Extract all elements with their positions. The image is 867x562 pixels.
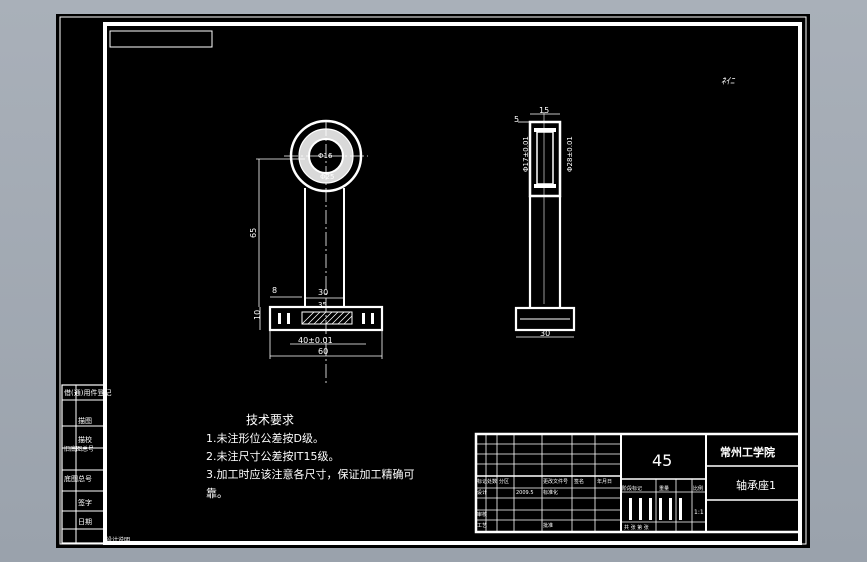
dim-base-length: 60 — [318, 347, 328, 356]
tb-design-date: 2009.5 — [516, 490, 534, 496]
tb-label-date: 年月日 — [597, 478, 612, 485]
strip-bottom-label: 设计说明 — [106, 536, 130, 544]
dim-hole-dia: Φ16 — [318, 152, 333, 160]
tb-review: 审核 — [477, 511, 487, 518]
tech-req-line-3: 3.加工时应该注意各尺寸，保证加工精确可 — [206, 467, 415, 481]
tech-req-line-1: 1.未注形位公差按D级。 — [206, 431, 324, 445]
dim-base-height: 10 — [253, 310, 262, 320]
strip-label-5: 签字 — [78, 498, 92, 507]
dim-boss-dia: Φ25 — [320, 173, 334, 181]
tb-label-mark: 标记 — [477, 478, 487, 485]
strip-label-0: 借(通)用件登记 — [64, 388, 111, 397]
strip-label-6: 日期 — [78, 518, 92, 526]
material: 45 — [652, 451, 672, 470]
dim-base-width: 30 — [540, 329, 550, 338]
cad-viewport[interactable]: 借(通)用件登记 描图 描校 旧底图总号 底图总号 签字 日期 设计说明 ﾈｲﾆ… — [56, 14, 810, 548]
dim-base-left: 8 — [272, 286, 277, 295]
tb-label-zone: 分区 — [499, 478, 509, 485]
tb-weight: 重量 — [659, 485, 669, 492]
dim-rib-width: 30 — [318, 288, 328, 297]
inner-frame — [103, 22, 802, 545]
tb-std: 标准化 — [543, 489, 558, 496]
side-strip: 借(通)用件登记 描图 描校 旧底图总号 底图总号 签字 日期 设计说明 — [61, 384, 130, 544]
strip-label-4: 底图总号 — [64, 474, 92, 483]
school-name: 常州工学院 — [720, 445, 775, 459]
tb-stage: 阶段标记 — [622, 485, 642, 492]
dim-web-width: 35 — [318, 301, 327, 309]
strip-label-2: 描校 — [78, 435, 92, 444]
strip-label-3: 旧底图总号 — [64, 445, 94, 453]
corner-mark: ﾈｲﾆ — [721, 76, 736, 87]
part-name: 轴承座1 — [736, 478, 776, 492]
tb-approve: 批准 — [543, 522, 553, 529]
tb-process: 工艺 — [477, 523, 487, 529]
tech-requirements: 技术要求 1.未注形位公差按D级。 2.未注尺寸公差按IT15级。 3.加工时应… — [206, 413, 415, 500]
tb-scale-value: 1:1 — [694, 509, 704, 516]
tech-req-title: 技术要求 — [246, 413, 294, 427]
tb-sheet: 共 张 第 张 — [624, 524, 649, 531]
tb-label-file: 更改文件号 — [543, 478, 568, 485]
dim-hole-left: Φ17±0.01 — [522, 136, 530, 172]
code-box — [109, 30, 213, 48]
tech-req-line-2: 2.未注尺寸公差按IT15级。 — [206, 449, 339, 463]
tech-req-line-4: 靠。 — [206, 486, 228, 500]
title-block: 45 常州工学院 轴承座1 标记 处数 分区 更改文件号 签名 年月日 设计 2… — [474, 432, 802, 534]
engineering-drawing: 借(通)用件登记 描图 描校 旧底图总号 底图总号 签字 日期 设计说明 ﾈｲﾆ… — [59, 16, 807, 545]
side-view: 15 5 Φ17±0.01 Φ28±0.01 30 — [514, 106, 576, 338]
tb-label-sign: 签名 — [574, 478, 584, 485]
dim-height: 65 — [249, 228, 258, 238]
tb-scale: 比例 — [693, 485, 703, 492]
tb-design: 设计 — [477, 489, 487, 496]
dim-hole-right: Φ28±0.01 — [566, 136, 574, 172]
front-view: Φ16 Φ25 65 8 30 35 10 40±0.01 60 — [249, 119, 384, 386]
dim-top-offset: 5 — [514, 115, 519, 124]
outer-frame — [59, 16, 807, 545]
tb-label-count: 处数 — [487, 478, 497, 485]
dim-hole-spacing: 40±0.01 — [298, 336, 333, 345]
strip-label-1: 描图 — [78, 416, 92, 425]
dim-top-width: 15 — [539, 106, 549, 115]
